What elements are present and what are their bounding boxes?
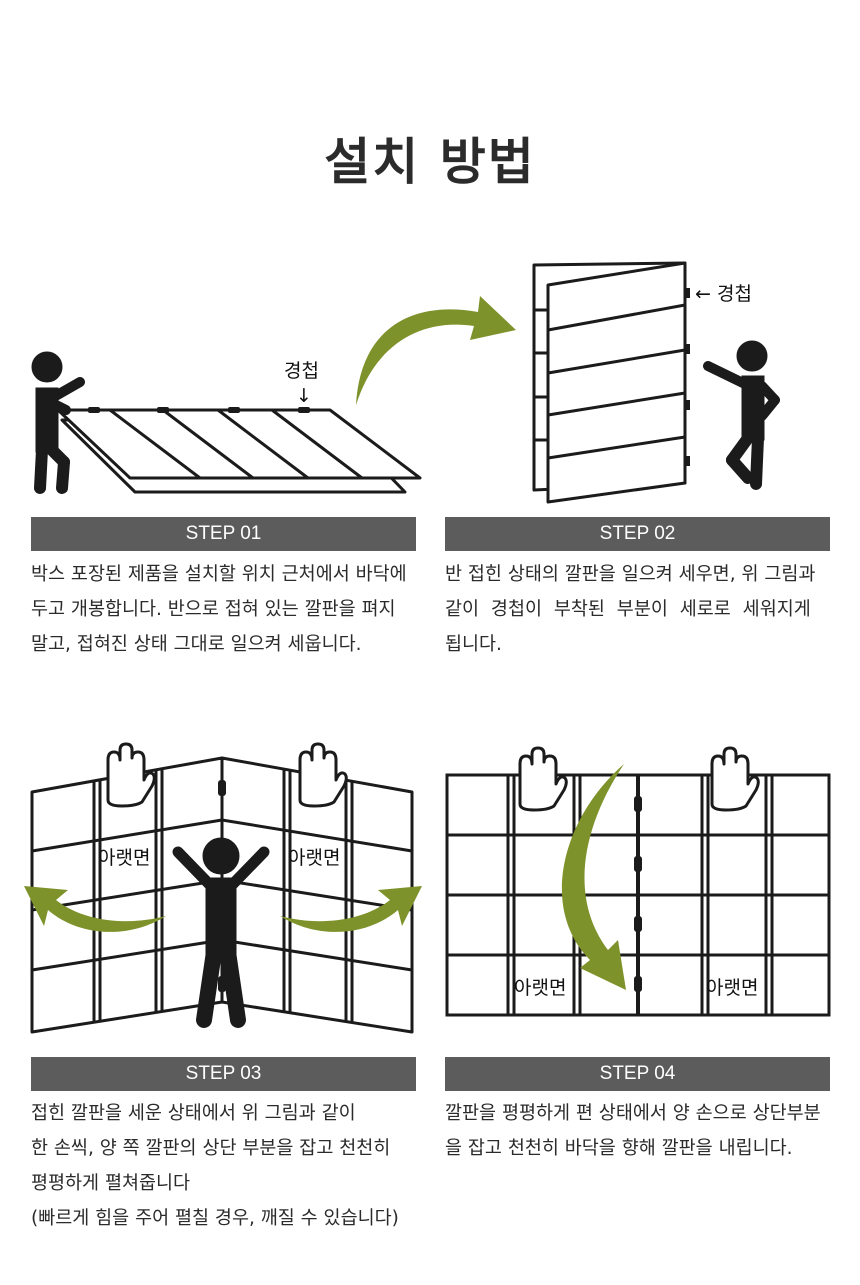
- step-03-label: STEP 03: [31, 1057, 416, 1091]
- hand-icon: [518, 746, 568, 812]
- hinge-marks: [88, 407, 310, 413]
- back-side-label: 아랫면: [288, 847, 340, 869]
- hand-icon: [298, 742, 348, 808]
- description-line: 박스 포장된 제품을 설치할 위치 근처에서 바닥에: [31, 564, 407, 585]
- back-side-label: 아랫면: [514, 977, 566, 999]
- lift-arrow: [356, 296, 516, 405]
- person-figure: [703, 340, 780, 490]
- hinge-pointer-label: ← 경첩: [695, 283, 752, 305]
- description-line: 한 손씩, 양 쪽 깔판의 상단 부분을 잡고 천천히: [31, 1138, 391, 1159]
- description-line: 됩니다.: [445, 634, 502, 655]
- description-line: 두고 개봉합니다. 반으로 접혀 있는 깔판을 펴지: [31, 599, 396, 620]
- description-line: 을 잡고 천천히 바닥을 향해 깔판을 내립니다.: [445, 1138, 793, 1159]
- unfold-arrow-left: [24, 886, 166, 932]
- folded-board-flat: [56, 408, 422, 494]
- step-04-illustration: 아랫면 아랫면: [445, 746, 831, 1017]
- hinge-label: 경첩: [284, 360, 319, 382]
- hand-icon: [710, 746, 760, 812]
- back-side-label: 아랫면: [706, 977, 758, 999]
- person-figure: [31, 351, 85, 494]
- upright-hinges: [685, 288, 690, 466]
- description-line: 깔판을 평평하게 편 상태에서 양 손으로 상단부분: [445, 1103, 821, 1124]
- step-01-illustration: 경첩 ↓ ← 경첩: [31, 261, 780, 504]
- step-03-illustration: 아랫면 아랫면: [24, 742, 422, 1034]
- step-01-description: 박스 포장된 제품을 설치할 위치 근처에서 바닥에 두고 개봉합니다. 반으로…: [31, 557, 407, 662]
- person-figure: [172, 837, 270, 1028]
- description-line: 같이 경첩이 부착된 부분이 세로로 세워지게: [445, 599, 811, 620]
- description-line: 평평하게 펼쳐줍니다: [31, 1173, 191, 1194]
- description-line: 접힌 깔판을 세운 상태에서 위 그림과 같이: [31, 1103, 356, 1124]
- step-01-label: STEP 01: [31, 517, 416, 551]
- unfold-arrow-right: [280, 886, 422, 932]
- lower-arrow: [561, 764, 626, 990]
- step-04-description: 깔판을 평평하게 편 상태에서 양 손으로 상단부분 을 잡고 천천히 바닥을 …: [445, 1096, 821, 1166]
- hand-icon: [106, 742, 156, 808]
- page-title: 설치 방법: [324, 133, 536, 191]
- description-line: 반 접힌 상태의 깔판을 일으켜 세우면, 위 그림과: [445, 564, 816, 585]
- description-line: (빠르게 힘을 주어 펼칠 경우, 깨질 수 있습니다): [31, 1208, 399, 1229]
- back-side-label: 아랫면: [98, 847, 150, 869]
- hinge-down-arrow: ↓: [296, 385, 312, 407]
- description-line: 말고, 접혀진 상태 그대로 일으켜 세웁니다.: [31, 634, 362, 655]
- step-02-label: STEP 02: [445, 517, 830, 551]
- folded-board-upright: [532, 261, 687, 504]
- step-03-description: 접힌 깔판을 세운 상태에서 위 그림과 같이 한 손씩, 양 쪽 깔판의 상단…: [31, 1096, 399, 1236]
- step-04-label: STEP 04: [445, 1057, 830, 1091]
- step-02-description: 반 접힌 상태의 깔판을 일으켜 세우면, 위 그림과 같이 경첩이 부착된 부…: [445, 557, 815, 662]
